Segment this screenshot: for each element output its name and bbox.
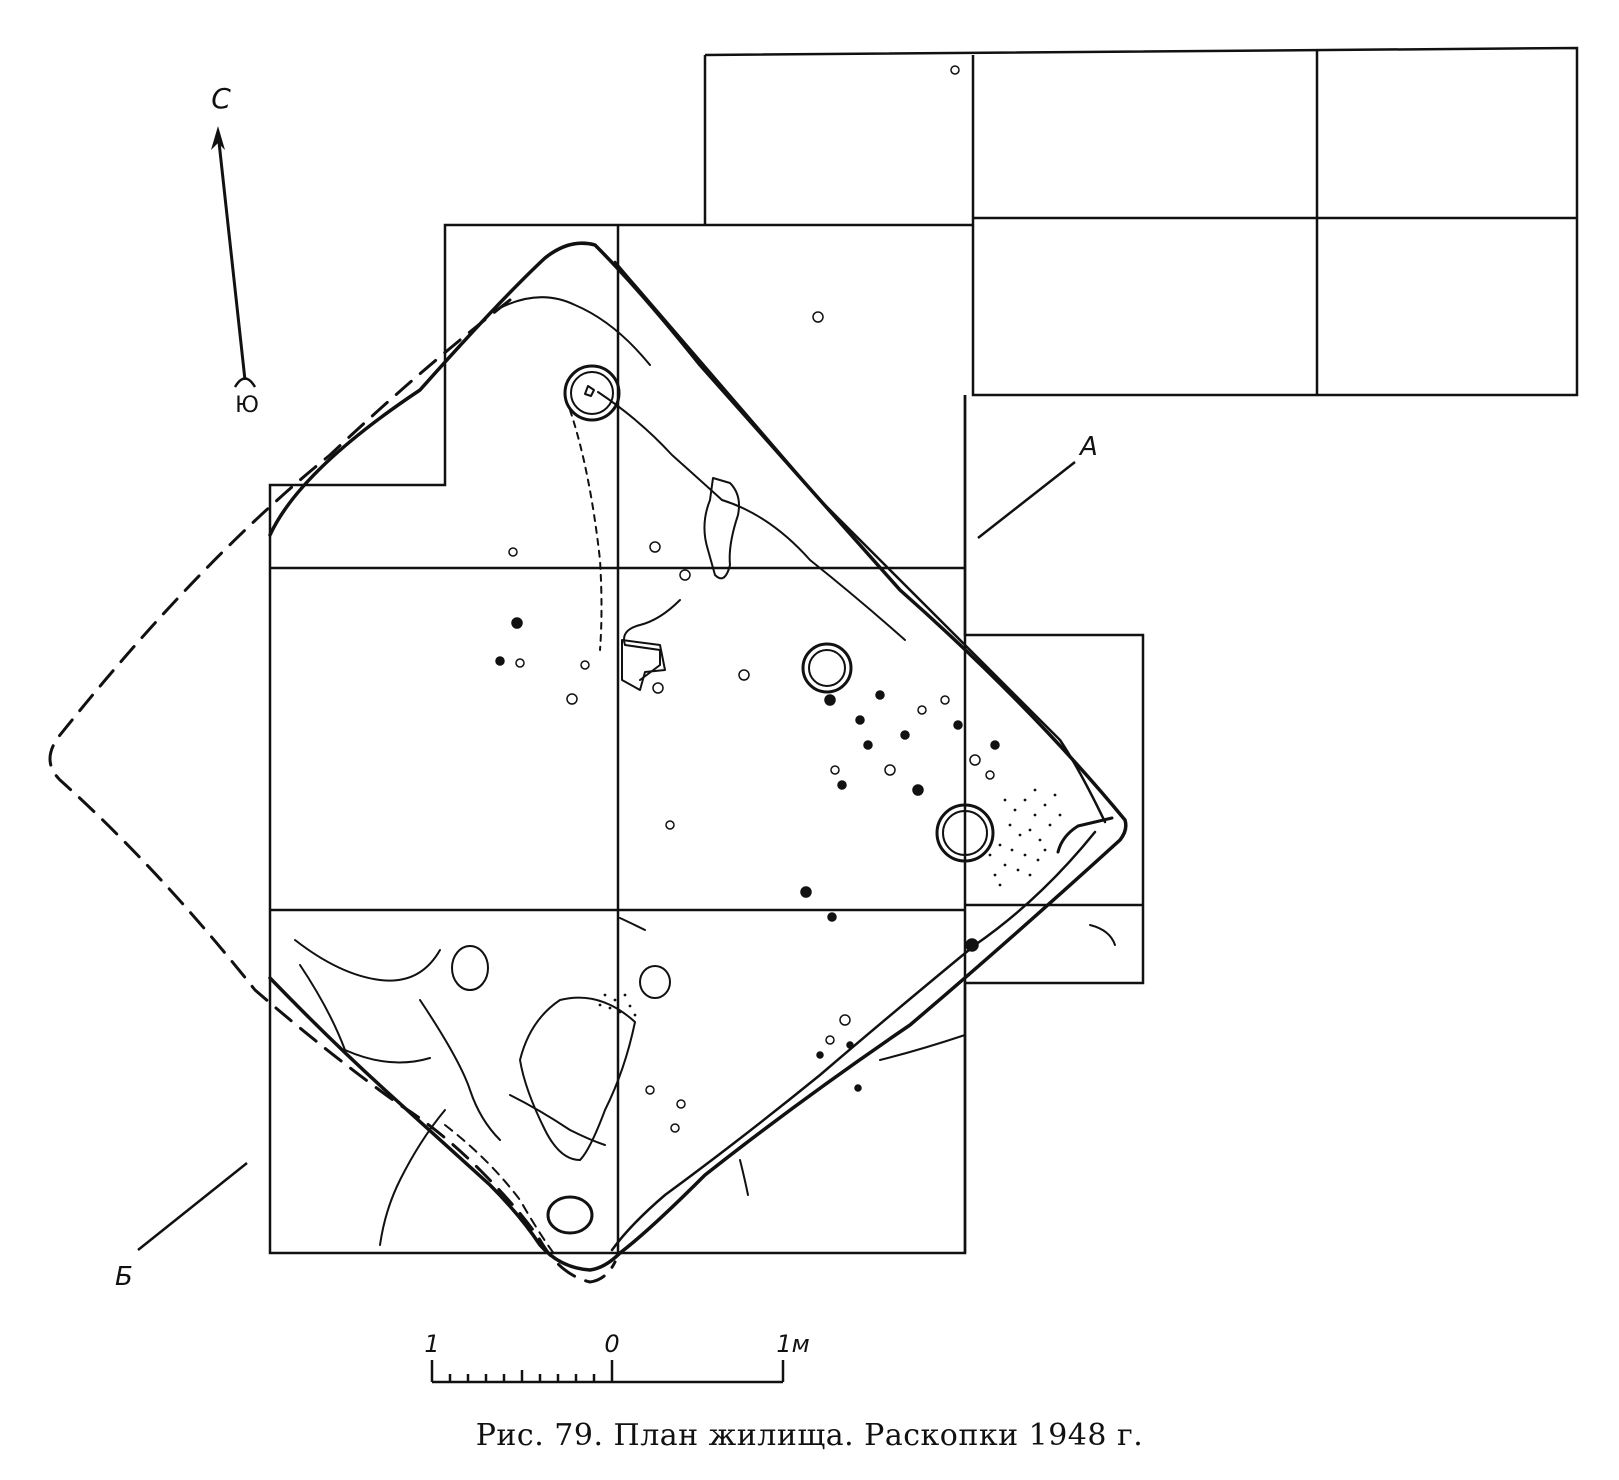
- stone-block-central: [621, 639, 666, 691]
- find-mark: [830, 765, 840, 775]
- find-mark: [985, 770, 995, 780]
- find-mark: [515, 658, 525, 668]
- find-mark: [508, 547, 518, 557]
- find-mark: [846, 1041, 854, 1049]
- root-line-east: [1089, 924, 1116, 946]
- find-mark: [566, 693, 578, 705]
- terrace-line-ridge: [721, 499, 906, 641]
- stone-cluster-central-2: [623, 599, 681, 681]
- compass-north-label: С: [211, 82, 231, 115]
- compass-south-cap-icon: [233, 377, 257, 388]
- pit-wall-outer: [268, 241, 1128, 1255]
- root-line-south-3: [739, 1159, 749, 1196]
- compass-arrow-line: [216, 132, 247, 381]
- post-hole-north: [563, 364, 621, 422]
- find-mark: [580, 660, 590, 670]
- excavation-grid: [268, 46, 1579, 1255]
- post-hole-north-mark: [584, 385, 595, 397]
- pit-wall-inner-southeast: [610, 830, 1097, 1252]
- find-mark: [884, 764, 896, 776]
- find-mark: [824, 694, 836, 706]
- find-mark: [800, 886, 812, 898]
- stone-cluster-central: [703, 477, 740, 580]
- root-line-south-2: [509, 1094, 606, 1146]
- root-line-southeast-2: [619, 917, 646, 931]
- find-mark: [649, 541, 661, 553]
- dwelling-outline: [48, 241, 1128, 1284]
- find-mark: [863, 740, 873, 750]
- grid-outline-top-right-block: [703, 46, 1579, 397]
- scale-label-right: 1м: [776, 1330, 809, 1358]
- grid-outline-main-block: [268, 223, 1145, 1255]
- find-mark: [912, 784, 924, 796]
- find-mark: [827, 912, 837, 922]
- pit-east-corner: [1056, 816, 1114, 854]
- section-label-b: Б: [115, 1262, 133, 1292]
- find-mark: [837, 780, 847, 790]
- pit-reconstructed-outline: [48, 298, 617, 1284]
- pit-feature-south: [639, 965, 671, 999]
- pit-inner-dashed-segment: [444, 1124, 556, 1256]
- interior-features: [294, 296, 1116, 1246]
- find-mark: [816, 1051, 824, 1059]
- find-marks: [495, 65, 1000, 1133]
- post-hole-east-inner: [942, 810, 988, 856]
- find-mark: [812, 311, 824, 323]
- root-line-southeast: [879, 1034, 966, 1061]
- find-mark: [652, 682, 664, 694]
- trace-dashed-north: [569, 409, 603, 651]
- pit-wall-southwest: [268, 976, 622, 1272]
- find-mark: [969, 754, 981, 766]
- post-hole-central-inner: [808, 649, 846, 687]
- root-line-southwest-2: [299, 964, 431, 1064]
- section-label-a: А: [1078, 432, 1098, 462]
- find-mark: [965, 938, 979, 952]
- find-mark: [645, 1085, 655, 1095]
- find-mark: [676, 1099, 686, 1109]
- compass-south-label: Ю: [235, 393, 259, 418]
- ash-area-south: [519, 996, 636, 1161]
- find-mark: [900, 730, 910, 740]
- scale-label-zero: 0: [604, 1330, 619, 1358]
- find-mark: [953, 720, 963, 730]
- find-mark: [825, 1035, 835, 1045]
- root-line-south: [379, 1109, 446, 1246]
- find-mark: [665, 820, 675, 830]
- find-mark: [679, 569, 691, 581]
- find-mark: [950, 65, 960, 75]
- find-mark: [738, 669, 750, 681]
- post-hole-central: [801, 642, 853, 694]
- pit-wall-inner-east: [613, 260, 1107, 824]
- post-hole-south: [546, 1195, 594, 1235]
- scale-label-left: 1: [424, 1330, 439, 1358]
- root-line-southwest-3: [419, 999, 501, 1141]
- terrace-line-north: [499, 296, 651, 366]
- find-mark: [854, 1084, 862, 1092]
- find-mark: [940, 695, 950, 705]
- find-mark: [917, 705, 927, 715]
- ash-dots-south: [598, 993, 637, 1017]
- find-mark: [670, 1123, 680, 1133]
- post-hole-north-inner: [570, 371, 614, 415]
- find-mark: [875, 690, 885, 700]
- section-line-a: А: [977, 432, 1098, 539]
- section-line-b: Б: [115, 1162, 248, 1292]
- compass: С Ю: [211, 82, 259, 418]
- root-line-southwest-1: [294, 939, 441, 982]
- ash-dots-east: [988, 788, 1062, 887]
- scale-bar: [430, 1360, 785, 1384]
- find-mark: [839, 1014, 851, 1026]
- figure-caption: Рис. 79. План жилища. Раскопки 1948 г.: [475, 1418, 1144, 1453]
- post-hole-east: [935, 803, 995, 863]
- pit-feature-southwest: [451, 945, 489, 991]
- find-mark: [990, 740, 1000, 750]
- find-mark: [511, 617, 523, 629]
- terrace-line-north-2: [597, 391, 723, 501]
- find-mark: [495, 656, 505, 666]
- find-mark: [855, 715, 865, 725]
- compass-arrow-head-icon: [211, 126, 225, 150]
